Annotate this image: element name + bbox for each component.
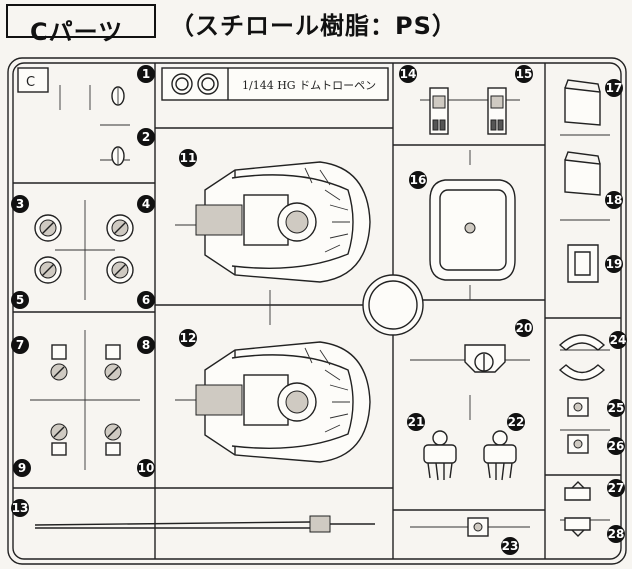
badge-11: 11	[179, 149, 197, 167]
part-2	[111, 146, 125, 166]
part-9	[50, 423, 68, 456]
corner-letter-box	[17, 67, 49, 93]
svg-text:27: 27	[608, 481, 625, 495]
badge-16: 16	[409, 171, 427, 189]
svg-text:7: 7	[16, 338, 24, 352]
svg-text:3: 3	[16, 197, 24, 211]
part-23	[467, 517, 489, 537]
svg-text:19: 19	[606, 257, 623, 271]
svg-text:6: 6	[142, 293, 150, 307]
part-7	[50, 344, 68, 381]
badge-19: 19	[605, 255, 623, 273]
svg-text:13: 13	[12, 501, 29, 515]
part-22	[483, 430, 517, 481]
svg-text:5: 5	[16, 293, 24, 307]
runner-frame	[7, 57, 627, 565]
badge-27: 27	[607, 479, 625, 497]
part-11	[195, 161, 371, 283]
svg-text:8: 8	[142, 338, 150, 352]
part-18	[564, 151, 601, 196]
badge-21: 21	[407, 413, 425, 431]
badge-13: 13	[11, 499, 29, 517]
part-5	[34, 256, 62, 284]
svg-text:9: 9	[18, 461, 26, 475]
part-24	[558, 334, 606, 381]
svg-text:1: 1	[142, 67, 150, 81]
badge-17: 17	[605, 79, 623, 97]
badge-8: 8	[137, 336, 155, 354]
svg-text:28: 28	[608, 527, 625, 541]
part-number-badges: 1 2 3 4 5 6 7 8 9 10 11 12 13 14 15 16 1…	[11, 65, 627, 555]
part-10	[104, 423, 122, 456]
part-8	[104, 344, 122, 381]
badge-9: 9	[13, 459, 31, 477]
part-27	[564, 481, 591, 501]
svg-text:17: 17	[606, 81, 623, 95]
header-subtitle: （スチロール樹脂：PS）	[170, 12, 457, 40]
part-25	[567, 397, 589, 417]
part-19	[567, 244, 599, 283]
runner-tag	[161, 67, 389, 101]
badge-23: 23	[501, 537, 519, 555]
svg-text:16: 16	[410, 173, 427, 187]
badge-3: 3	[11, 195, 29, 213]
svg-text:21: 21	[408, 415, 425, 429]
runner-tag-text: 1/144 HG ドムトローペン	[242, 79, 376, 92]
runner-bars	[13, 63, 621, 559]
svg-text:4: 4	[142, 197, 150, 211]
part-15	[487, 87, 507, 135]
svg-text:18: 18	[606, 193, 623, 207]
part-17	[564, 79, 601, 126]
svg-text:22: 22	[508, 415, 525, 429]
part-13	[34, 515, 375, 533]
badge-26: 26	[607, 437, 625, 455]
header-box: Cパーツ	[6, 4, 156, 46]
svg-text:2: 2	[142, 130, 150, 144]
svg-text:23: 23	[502, 539, 519, 553]
badge-15: 15	[515, 65, 533, 83]
svg-text:10: 10	[138, 461, 155, 475]
badge-4: 4	[137, 195, 155, 213]
runner-frame-inner	[12, 62, 622, 560]
part-3	[34, 214, 62, 242]
part-14	[429, 87, 449, 135]
badge-7: 7	[11, 336, 29, 354]
part-6	[106, 256, 134, 284]
badge-18: 18	[605, 191, 623, 209]
badge-5: 5	[11, 291, 29, 309]
part-1	[111, 86, 125, 106]
badge-20: 20	[515, 319, 533, 337]
badge-2: 2	[137, 128, 155, 146]
part-28	[564, 517, 591, 537]
svg-text:14: 14	[400, 67, 417, 81]
svg-text:24: 24	[610, 333, 627, 347]
badge-28: 28	[607, 525, 625, 543]
part-12	[195, 341, 371, 463]
part-4	[106, 214, 134, 242]
part-16	[429, 179, 516, 281]
badge-24: 24	[609, 331, 627, 349]
badge-10: 10	[137, 459, 155, 477]
svg-text:12: 12	[180, 331, 197, 345]
badge-12: 12	[179, 329, 197, 347]
part-20	[464, 344, 506, 373]
part-26	[567, 434, 589, 454]
badge-6: 6	[137, 291, 155, 309]
corner-letter: C	[26, 75, 35, 90]
badge-25: 25	[607, 399, 625, 417]
badge-1: 1	[137, 65, 155, 83]
svg-text:25: 25	[608, 401, 625, 415]
svg-text:20: 20	[516, 321, 533, 335]
svg-text:15: 15	[516, 67, 533, 81]
part-21	[423, 430, 457, 481]
header-label: Cパーツ	[30, 18, 124, 46]
runner-center-hub	[362, 274, 424, 336]
svg-text:26: 26	[608, 439, 625, 453]
badge-22: 22	[507, 413, 525, 431]
badge-14: 14	[399, 65, 417, 83]
runner-text: C 1/144 HG ドムトローペン	[26, 75, 376, 92]
svg-text:11: 11	[180, 151, 197, 165]
